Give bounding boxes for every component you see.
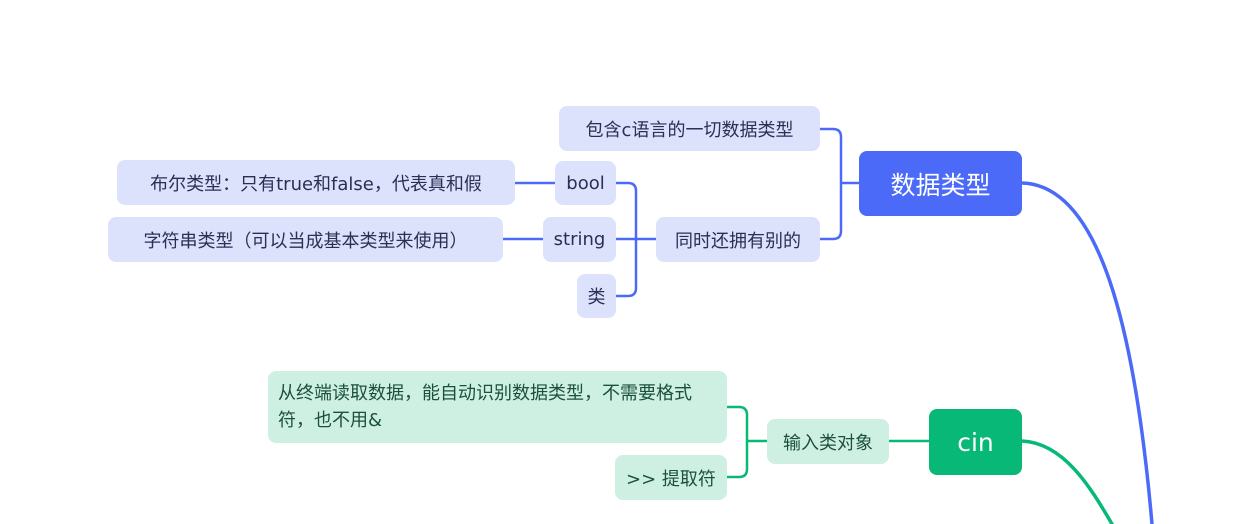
- subtopic-class[interactable]: 类: [577, 274, 616, 318]
- note-string-label: 字符串类型（可以当成基本类型来使用）: [143, 230, 468, 252]
- subtopic-includes-c[interactable]: 包含c语言的一切数据类型: [559, 106, 820, 151]
- topic-cin-label: cin: [957, 427, 994, 457]
- topic-cin[interactable]: cin: [929, 409, 1022, 475]
- subtopic-bool[interactable]: bool: [555, 161, 616, 205]
- subtopic-includes-c-label: 包含c语言的一切数据类型: [585, 119, 794, 141]
- note-string[interactable]: 字符串类型（可以当成基本类型来使用）: [108, 217, 503, 262]
- subtopic-also-has[interactable]: 同时还拥有别的: [656, 217, 820, 262]
- subtopic-string-label: string: [553, 229, 606, 250]
- subtopic-string[interactable]: string: [543, 217, 616, 262]
- note-bool-label: 布尔类型：只有true和false，代表真和假: [150, 173, 482, 195]
- connector-root-datatypes: [1020, 181, 1154, 524]
- subtopic-class-label: 类: [587, 287, 606, 308]
- connector-datatypes-bracket: [820, 127, 843, 241]
- subtopic-input-object-label: 输入类对象: [783, 432, 873, 454]
- subtopic-also-has-label: 同时还拥有别的: [675, 230, 801, 252]
- subtopic-input-object[interactable]: 输入类对象: [767, 419, 889, 464]
- subtopic-bool-label: bool: [566, 172, 605, 194]
- note-reads-terminal-label: 从终端读取数据，能自动识别数据类型，不需要格式符，也不用&: [278, 383, 692, 431]
- connector-alsohas-bracket: [616, 181, 638, 298]
- note-extraction-operator[interactable]: >> 提取符: [615, 455, 727, 500]
- topic-data-types[interactable]: 数据类型: [859, 151, 1022, 216]
- note-reads-terminal[interactable]: 从终端读取数据，能自动识别数据类型，不需要格式符，也不用&: [268, 371, 727, 443]
- note-extraction-operator-label: >> 提取符: [626, 468, 716, 490]
- note-bool[interactable]: 布尔类型：只有true和false，代表真和假: [117, 160, 515, 205]
- connector-root-cin: [1020, 439, 1114, 524]
- topic-data-types-label: 数据类型: [890, 170, 991, 200]
- connector-inputobject-bracket: [727, 405, 749, 479]
